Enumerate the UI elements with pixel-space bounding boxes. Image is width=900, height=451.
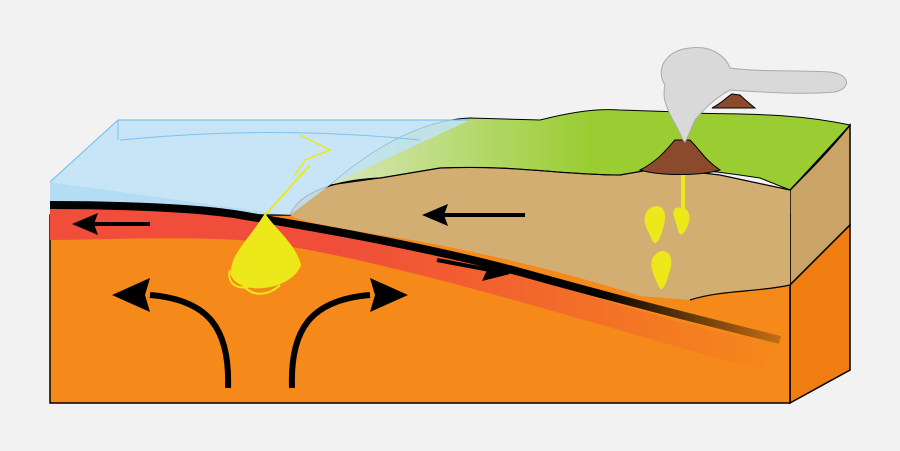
volcanic-plume (660, 46, 847, 143)
volcano-magma (644, 140, 690, 290)
volcano (638, 139, 722, 175)
subducting-plate (49, 201, 781, 344)
volcano-distant (711, 93, 757, 109)
ridge-magma (228, 134, 332, 295)
arrow-right-icon (436, 258, 510, 281)
curved-arrow-right-icon (288, 278, 408, 389)
curved-arrow-left-icon (112, 278, 232, 389)
arrow-left-icon (72, 213, 150, 235)
arrow-left-icon (422, 204, 525, 226)
